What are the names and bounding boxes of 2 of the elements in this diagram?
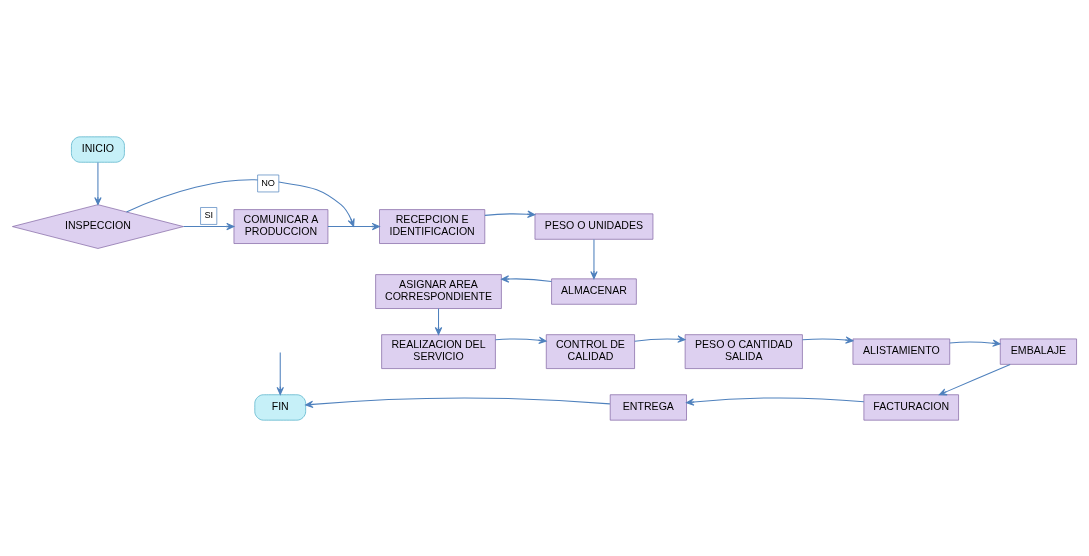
edge-label: NO xyxy=(261,177,275,188)
edge-label: SI xyxy=(204,209,214,220)
